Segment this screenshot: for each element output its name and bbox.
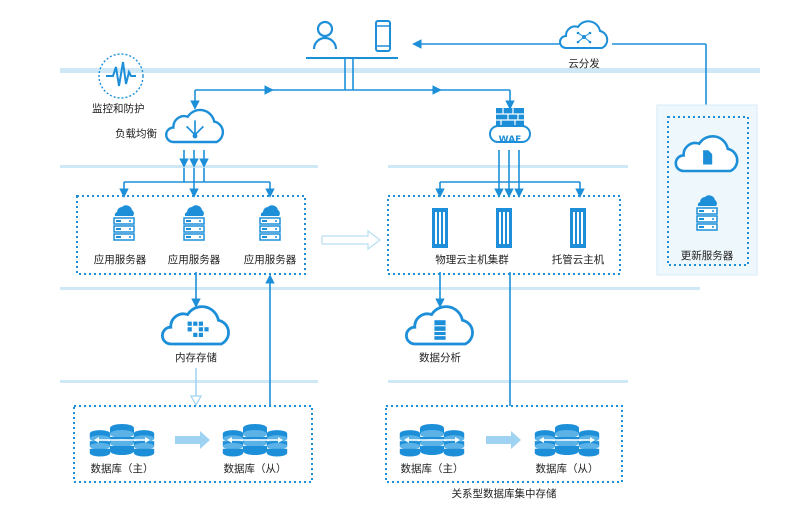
db-right-master-icon xyxy=(400,424,464,456)
db-right-group xyxy=(385,405,623,483)
file-cloud-icon xyxy=(674,134,739,173)
mobile-phone-icon xyxy=(375,20,391,52)
migration-arrow xyxy=(321,229,381,251)
update-servers-group xyxy=(667,116,749,266)
load-balancer-cloud-icon xyxy=(164,108,225,144)
app-server-1-icon xyxy=(113,204,135,241)
memory-storage-icon xyxy=(160,305,230,346)
user-icon xyxy=(312,20,338,50)
app-server-1-label: 应用服务器 xyxy=(93,254,147,266)
db-left-slave-label: 数据库（从） xyxy=(223,463,287,475)
background-bands xyxy=(60,68,760,383)
cloud-distribution-icon xyxy=(559,20,609,49)
db-right-replication-arrow xyxy=(486,431,521,449)
db-left-master-icon xyxy=(90,424,154,456)
managed-host-label: 托管云主机 xyxy=(551,254,605,266)
memory-storage-label: 内存存储 xyxy=(175,352,217,364)
db-right-slave-icon xyxy=(535,424,599,456)
db-right-master-label: 数据库（主） xyxy=(400,463,464,475)
monitor-label: 监控和防护 xyxy=(92,103,145,115)
load-balancer-label: 负载均衡 xyxy=(115,128,157,140)
db-right-slave-label: 数据库（从） xyxy=(535,463,599,475)
heartbeat-monitor-icon xyxy=(98,53,144,99)
cdn-label: 云分发 xyxy=(568,58,600,70)
physical-cluster-label: 物理云主机集群 xyxy=(435,254,509,266)
data-analysis-icon xyxy=(404,305,474,346)
physical-host-2-icon xyxy=(496,208,512,248)
app-server-2-icon xyxy=(183,204,205,241)
update-servers-panel xyxy=(656,104,758,276)
waf-label: WAF xyxy=(499,135,522,145)
cloud-host-group xyxy=(387,195,621,275)
flow-lines xyxy=(119,39,707,406)
app-server-3-icon xyxy=(259,204,281,241)
db-left-replication-arrow xyxy=(175,431,210,449)
managed-host-icon xyxy=(570,208,586,248)
db-left-master-label: 数据库（主） xyxy=(90,463,154,475)
physical-host-1-icon xyxy=(432,208,448,248)
data-analysis-label: 数据分析 xyxy=(419,352,461,364)
waf-firewall-icon xyxy=(489,108,531,143)
memory-to-db-arrow xyxy=(189,368,203,407)
app-servers-group xyxy=(76,195,306,275)
app-server-2-label: 应用服务器 xyxy=(167,254,221,266)
db-left-slave-icon xyxy=(223,424,287,456)
db-right-caption: 关系型数据库集中存储 xyxy=(451,488,557,500)
db-left-group xyxy=(73,405,313,483)
app-server-3-label: 应用服务器 xyxy=(243,254,297,266)
update-server-label: 更新服务器 xyxy=(680,250,734,262)
